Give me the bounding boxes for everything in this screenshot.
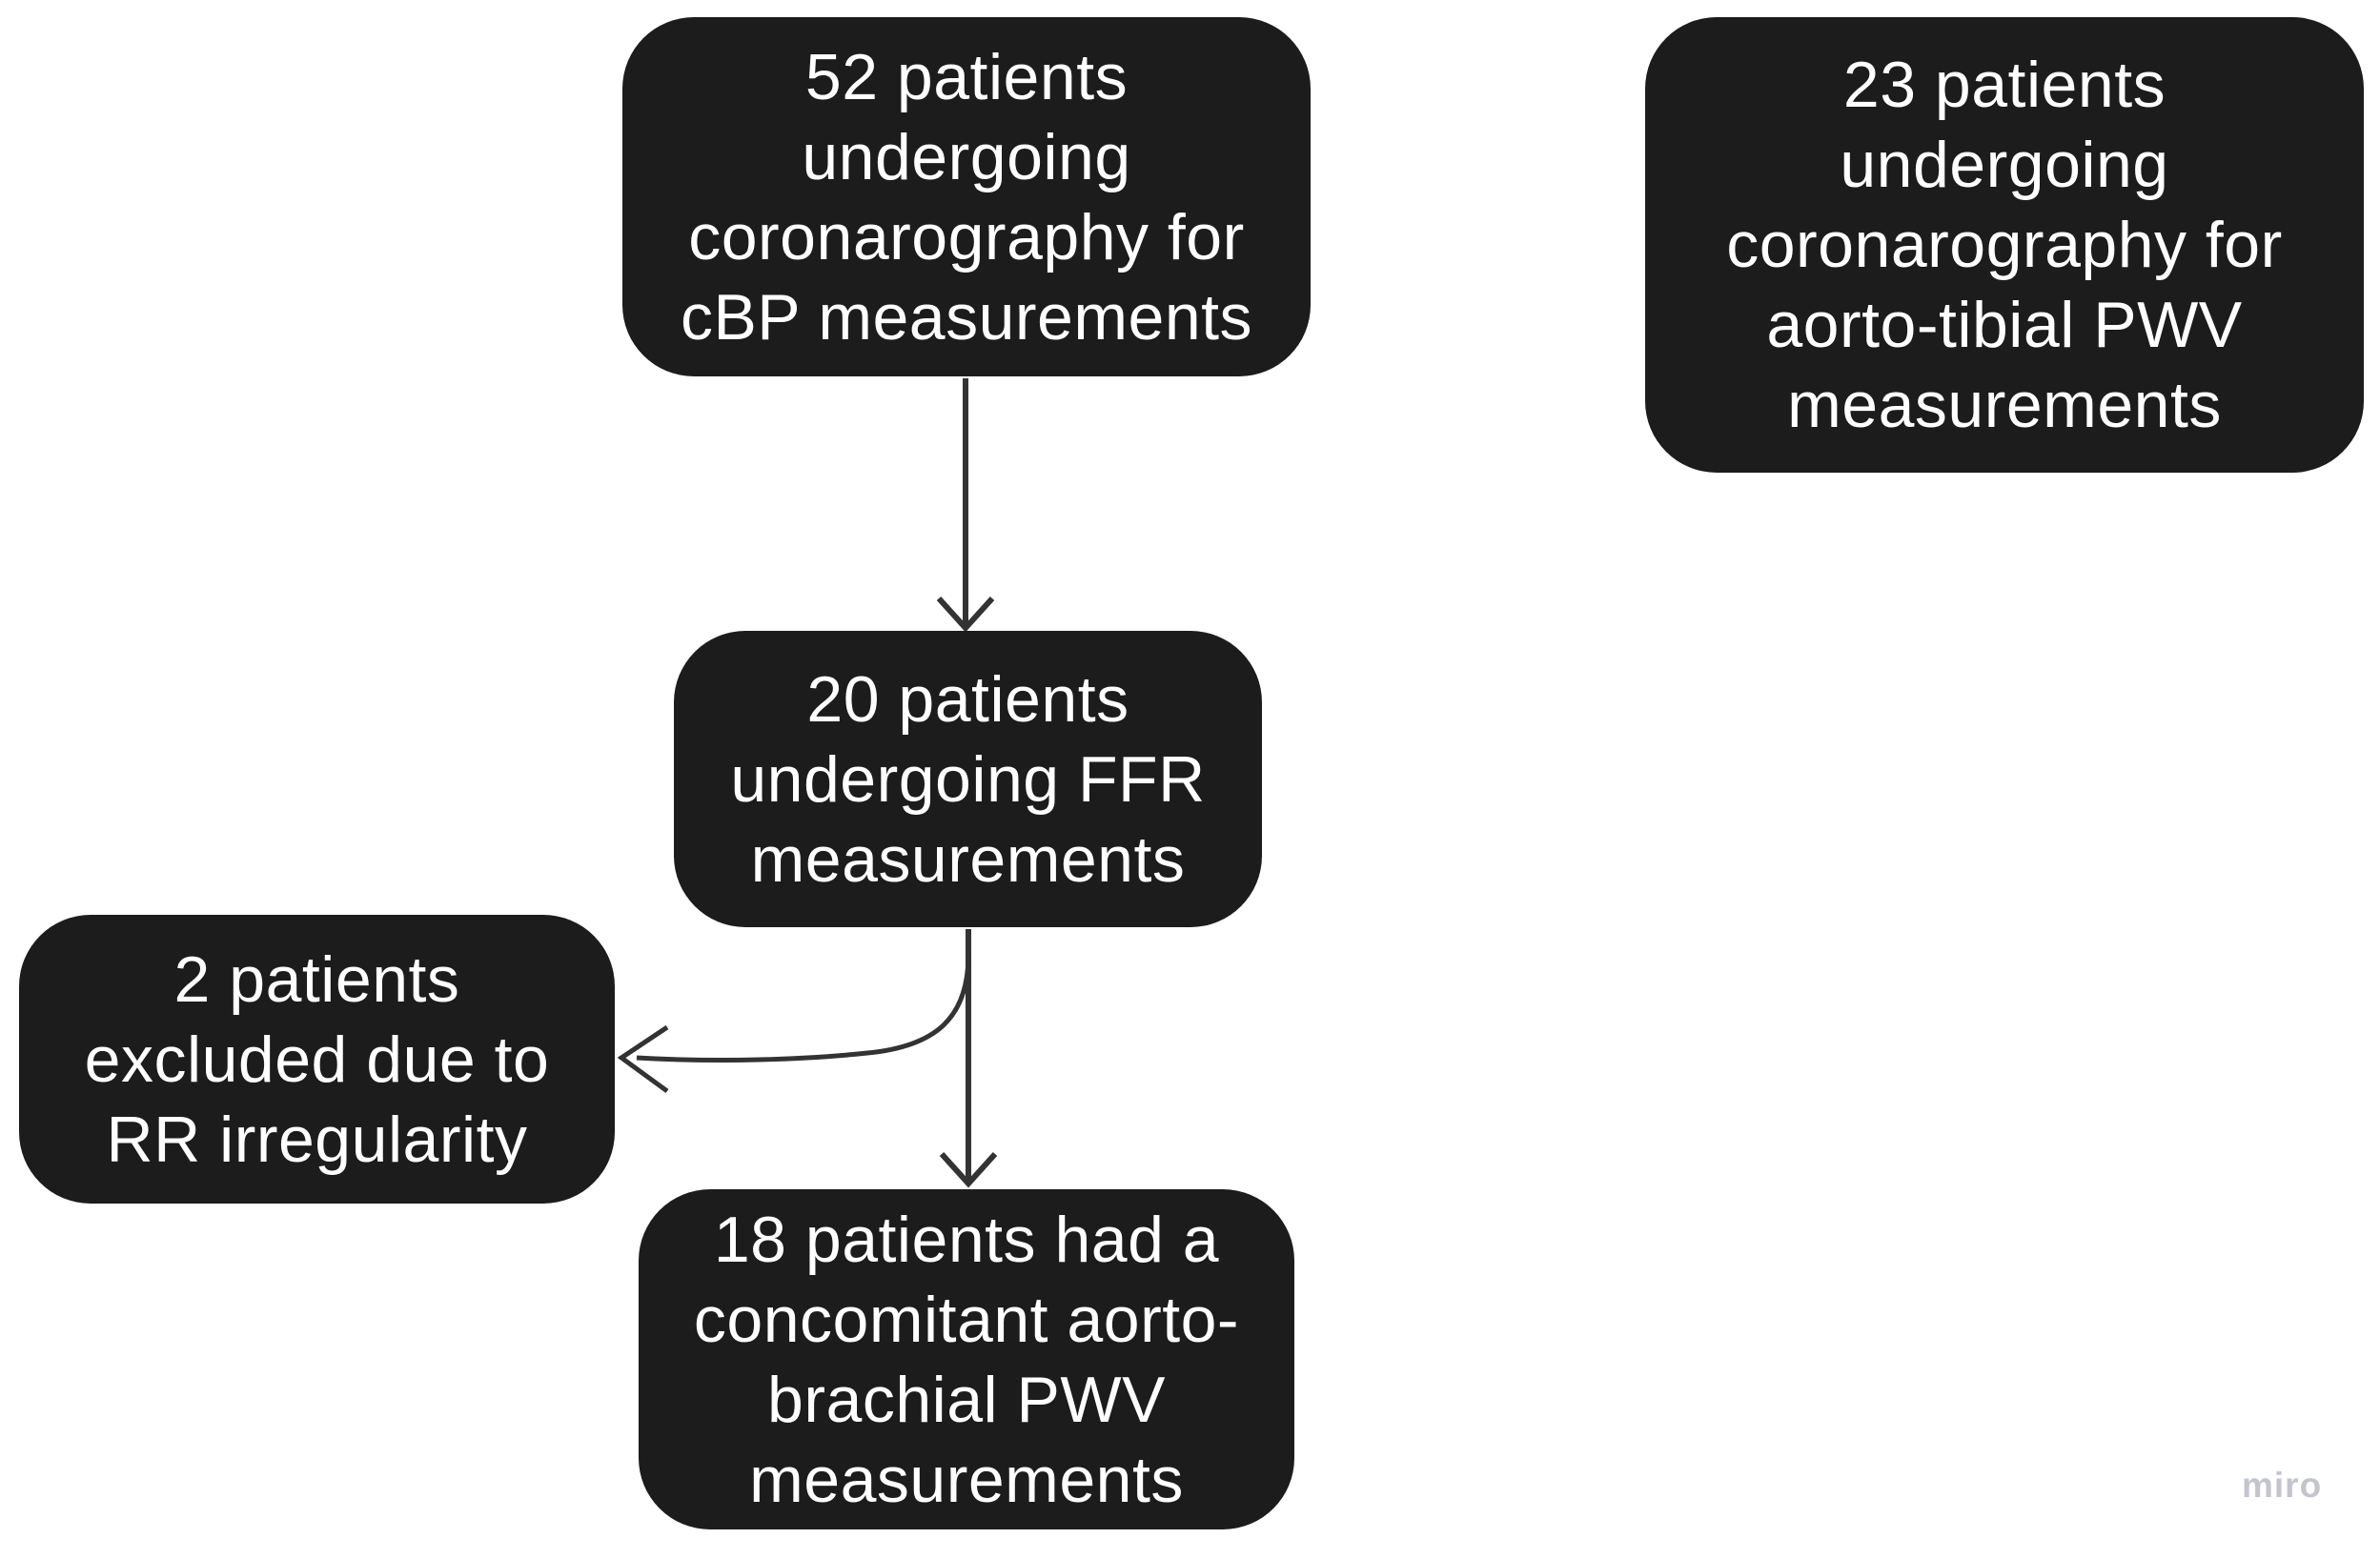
arrow-20-to-18	[939, 929, 998, 1188]
node-52-patients-coronarography-cbp: 52 patients undergoing coronarography fo…	[622, 17, 1311, 376]
miro-watermark: miro	[2242, 1466, 2323, 1505]
node-18-patients-aorto-brachial-pwv: 18 patients had a concomitant aorto- bra…	[639, 1189, 1294, 1529]
node-2-patients-excluded: 2 patients excluded due to RR irregulari…	[19, 915, 615, 1204]
arrow-20-to-excluded	[617, 954, 971, 1094]
node-23-patients-coronarography-aorto-tibial-pwv: 23 patients undergoing coronarography fo…	[1645, 17, 2364, 473]
arrow-52-to-20	[936, 378, 995, 633]
node-20-patients-ffr: 20 patients undergoing FFR measurements	[674, 631, 1262, 927]
